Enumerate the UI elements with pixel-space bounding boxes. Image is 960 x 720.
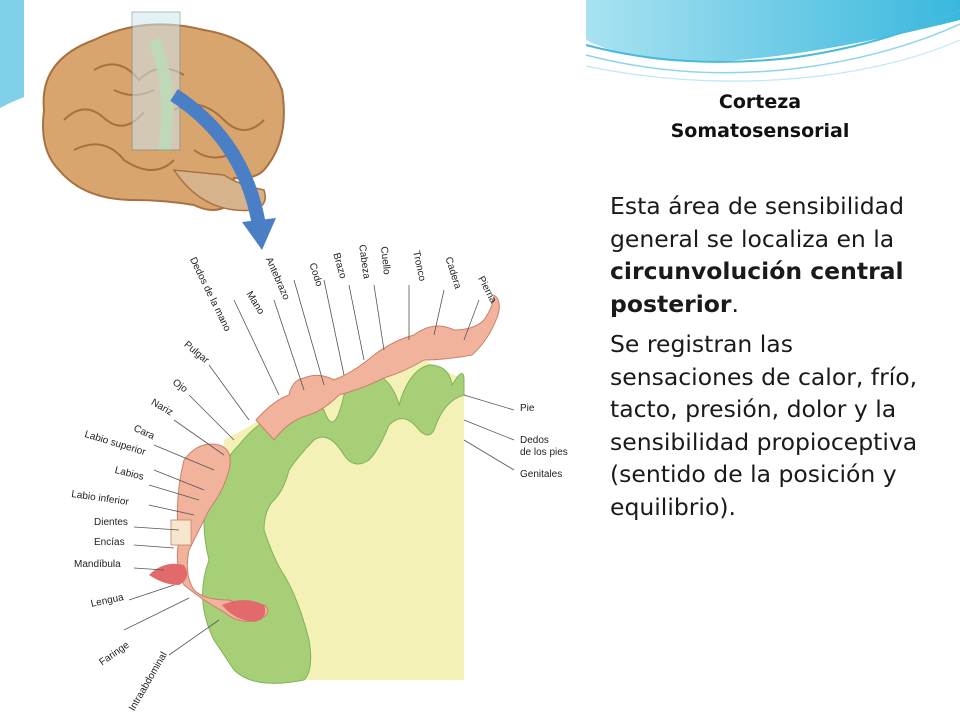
label-cuello: Cuello [378,245,392,276]
label-genitales: Genitales [520,469,563,480]
paragraph-location-text: Esta área de sensibilidad general se loc… [610,192,905,253]
slide-title-line2: Somatosensorial [670,120,850,142]
brain-illustration [42,11,285,212]
paragraph-location: Esta área de sensibilidad general se loc… [610,190,940,320]
decorative-waves [0,0,960,108]
figure-drawing [42,11,515,684]
slide-title-line1: Corteza [718,91,802,113]
label-dedos-pies-2: de los pies [520,447,568,458]
label-encias: Encías [94,537,125,548]
label-pie: Pie [520,403,535,414]
slide-title: Corteza Somatosensorial [618,88,902,146]
label-dientes: Dientes [94,517,128,528]
paragraph-location-end: . [731,289,739,318]
slide-body: Esta área de sensibilidad general se loc… [610,190,940,531]
paragraph-sensations: Se registran las sensaciones de calor, f… [610,330,918,521]
somatosensory-cortex-illustration: Dedos de la mano Antebrazo Codo Brazo Ca… [24,0,586,720]
label-dedos-pies-1: Dedos [520,435,549,446]
paragraph-location-bold: circunvolución central posterior [610,257,904,318]
label-mandibula: Mandíbula [74,559,121,570]
